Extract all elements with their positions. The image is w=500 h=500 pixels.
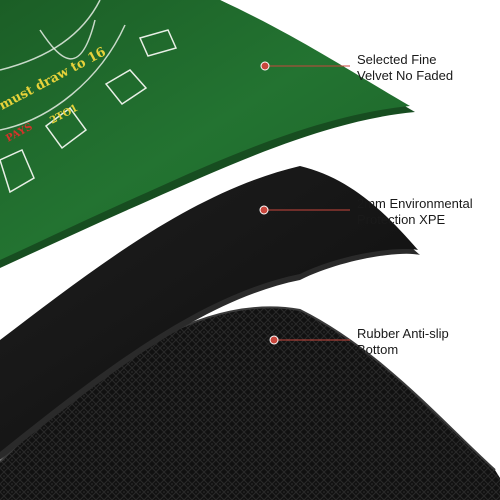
xpe-layer [0, 166, 420, 460]
bet-box-4 [0, 149, 35, 194]
rubber-label-line2: Bottom [357, 342, 399, 357]
velvet-layer-label: Selected Fine Velvet No Faded [357, 52, 487, 84]
callout-2 [259, 205, 350, 215]
rubber-label-line1: Rubber Anti-slip [357, 326, 449, 341]
callout-1 [260, 61, 350, 71]
velvet-layer: must draw to 16 PAYS 2TO1 [0, 0, 415, 268]
callout-2-dot [259, 205, 269, 215]
xpe-layer-label: 2mm Environmental Protection XPE [357, 196, 497, 228]
callout-3-dot [269, 335, 279, 345]
callout-3 [269, 335, 350, 345]
bet-box-3 [44, 106, 88, 150]
xpe-label-line1: 2mm Environmental [357, 196, 473, 211]
bet-box-1 [138, 29, 178, 57]
callout-1-dot [260, 61, 270, 71]
velvet-label-line1: Selected Fine [357, 52, 437, 67]
xpe-label-line2: Protection XPE [357, 212, 446, 227]
velvet-label-line2: Velvet No Faded [357, 68, 454, 83]
bet-box-2 [104, 69, 148, 106]
rubber-layer-label: Rubber Anti-slip Bottom [357, 326, 487, 358]
